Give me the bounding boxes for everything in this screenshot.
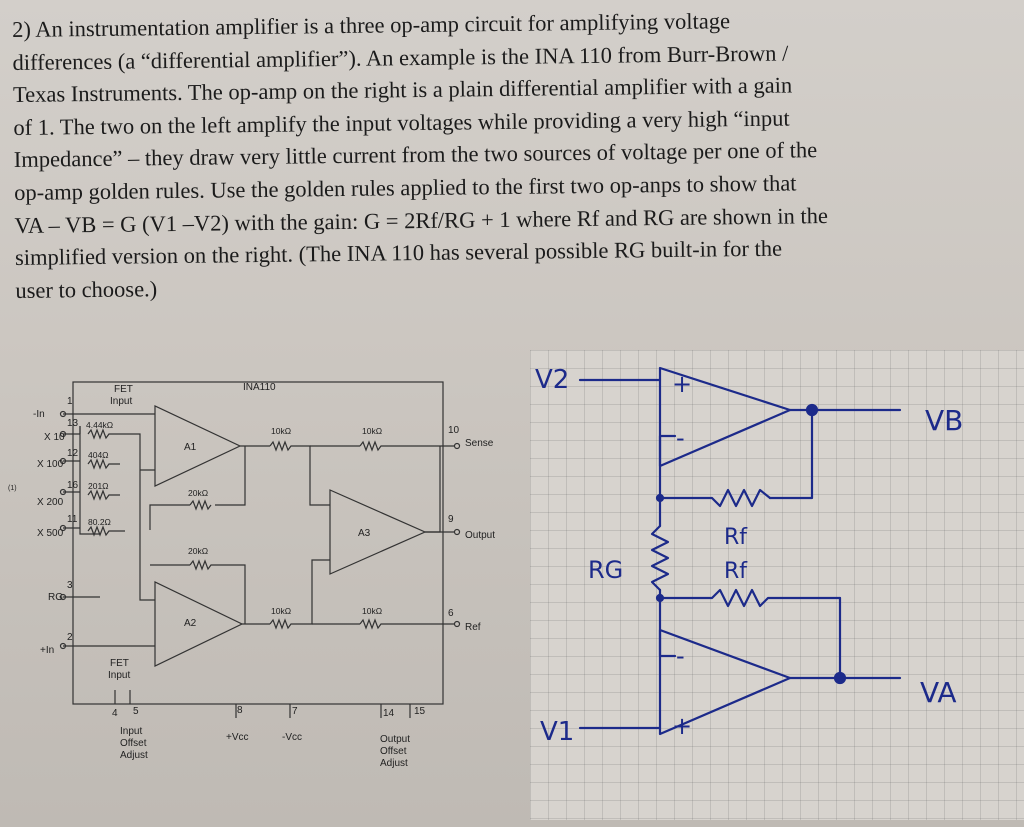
resistor-label: 10kΩ [271,426,291,436]
opamp-a2 [154,581,244,667]
output-offset-3: Adjust [380,758,408,769]
amp-label-a2: A2 [184,618,197,629]
pin-number: 3 [67,580,73,591]
pin-label-x10: X 10 [44,432,65,443]
resistor-label: 20kΩ [188,546,208,556]
sketch-minus-bottom: - [676,642,685,670]
sketch-minus-top: - [676,424,685,452]
side-mark: (1) [8,485,17,492]
resistor-label: 80.2Ω [88,517,111,527]
resistor-label: 20kΩ [188,488,208,498]
resistor-label: 10kΩ [362,426,382,436]
pin-number: 8 [237,705,243,716]
pin-number: 11 [67,514,78,525]
figure-drawing: FET Input INA110 -In X 10 X 100 X 200 X … [8,365,963,769]
sketch-label-rg: RG [588,556,623,584]
amp-label-a1: A1 [184,442,197,453]
pin-number: 1 [67,396,73,407]
sketch-label-vb: VB [925,404,963,437]
vcc-plus-label: +Vcc [226,732,249,743]
output-offset-2: Offset [380,746,407,757]
output-offset-1: Output [380,734,410,745]
pin-number: 4 [112,708,118,719]
pin-number: 9 [448,514,454,525]
resistor-label: 4.44kΩ [86,420,113,430]
input-offset-1: Input [120,726,142,737]
pin-label-x500: X 500 [37,528,64,539]
resistor-label: 201Ω [88,481,109,491]
sketch-opamp-top [658,366,792,468]
pin-number: 5 [133,706,139,717]
pin-label-ref: Ref [465,622,481,633]
vcc-minus-label: -Vcc [282,732,302,743]
ina110-schematic [59,381,461,718]
sketch-label-rf-top: Rf [724,525,748,550]
pin-number: 12 [67,448,79,459]
sketch-plus-top: + [672,370,692,398]
chip-outline [72,381,444,705]
hand-sketch [578,366,902,736]
pin-number: 2 [67,632,73,643]
chip-title: INA110 [243,382,276,393]
fet-input-top-1: FET [114,384,133,395]
pin-number: 6 [448,608,454,619]
pin-number: 15 [414,706,426,717]
rg-resistor [650,524,670,592]
pin-number: 10 [448,425,460,436]
sketch-label-va: VA [920,676,957,709]
sketch-label-v1: V1 [540,717,574,747]
pin-number: 13 [67,418,79,429]
resistor-4.44k [87,428,141,470]
junction-dot [833,671,847,685]
problem-statement: 2) An instrumentation amplifier is a thr… [12,2,1016,308]
rf-bottom-resistor [658,588,842,608]
amp-label-a3: A3 [358,528,371,539]
pin-number: 16 [67,480,79,491]
pin-label-rg: RG [48,592,63,603]
sketch-label-v2: V2 [535,365,569,395]
junction-dot [805,403,819,417]
rf-top-resistor [658,488,772,508]
pin-label-x200: X 200 [37,497,64,508]
sketch-opamp-bottom [658,628,792,736]
resistor-label: 10kΩ [271,606,291,616]
pin-number: 14 [383,708,395,719]
fet-input-bottom-1: FET [110,658,129,669]
pin-label-x100: X 100 [37,459,64,470]
opamp-a1 [154,405,242,487]
pin-number: 7 [292,706,298,717]
pin-label-sense: Sense [465,438,494,449]
figure-area: FET Input INA110 -In X 10 X 100 X 200 X … [0,330,1024,827]
resistor-label: 10kΩ [362,606,382,616]
pin-label-output: Output [465,530,495,541]
graph-paper [530,350,1024,820]
opamp-a3 [329,489,427,575]
resistor-label: 404Ω [88,450,109,460]
sketch-label-rf-bottom: Rf [724,559,748,584]
input-offset-3: Adjust [120,750,148,761]
fet-input-bottom-2: Input [108,670,130,681]
pin-label-in-plus: +In [40,645,54,656]
input-offset-2: Offset [120,738,147,749]
pin-label-in-minus: -In [33,409,45,420]
sketch-plus-bottom: + [672,712,692,740]
fet-input-top-2: Input [110,396,132,407]
